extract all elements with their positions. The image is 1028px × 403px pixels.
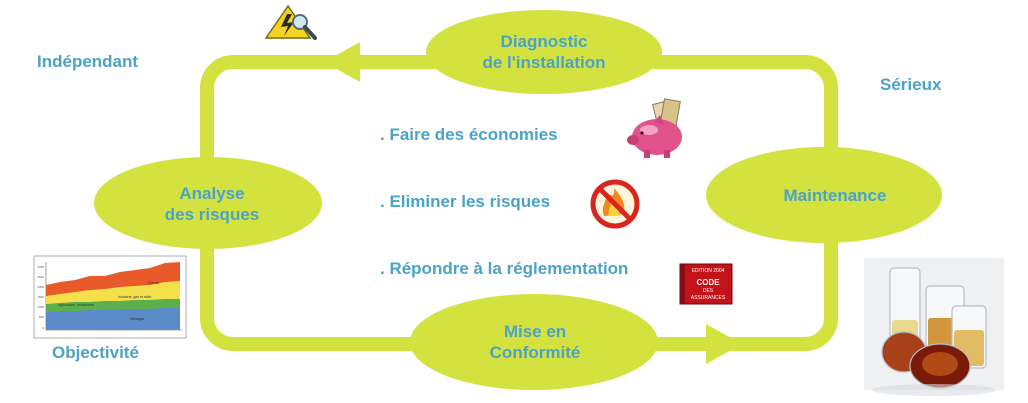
label-objectivite: Objectivité <box>52 343 139 362</box>
bullet-reglementation: . Répondre à la réglementation <box>380 259 629 278</box>
chart-label-0: Grenier <box>148 281 161 285</box>
book-assurances: ASSURANCES <box>691 295 726 301</box>
no-fire-icon <box>590 179 640 229</box>
node-diagnostic-line2: de l'installation <box>482 53 606 72</box>
node-maintenance-shape <box>706 147 942 243</box>
chart-tick-1: 2500 <box>37 275 44 279</box>
node-diagnostic-shape <box>426 10 662 94</box>
node-conformite-line2: Conformité <box>489 343 581 362</box>
chart-label-2: Agriculture, horticulture <box>58 303 94 307</box>
label-serieux: Sérieux <box>880 75 942 94</box>
node-maintenance: Maintenance <box>725 185 945 206</box>
chart-label-3: Ménages <box>130 317 145 321</box>
node-diagnostic: Diagnostic de l'installation <box>434 31 654 73</box>
node-conformite-line1: Mise en <box>503 322 567 341</box>
code-book-icon: EDITION 2004 CODE DES ASSURANCES <box>679 263 733 305</box>
bullet-risques: . Eliminer les risques <box>380 192 551 211</box>
node-analyse-shape <box>94 157 322 249</box>
chart-label-1: Industrie, gaz et sidér. <box>118 295 152 299</box>
node-diagnostic-line1: Diagnostic <box>500 32 588 51</box>
node-analyse: Analyse des risques <box>112 183 312 225</box>
label-independant: Indépendant <box>37 52 139 71</box>
node-analyse-line1: Analyse <box>179 184 245 203</box>
chart-tick-0: 3000 <box>37 265 44 269</box>
book-code: CODE <box>696 278 720 287</box>
node-maintenance-line1: Maintenance <box>783 186 887 205</box>
book-edition: EDITION 2004 <box>692 268 725 274</box>
mini-area-chart: Grenier Industrie, gaz et sidér. Agricul… <box>33 255 187 339</box>
chart-tick-2: 2000 <box>37 285 44 289</box>
chart-tick-5: 500 <box>39 315 44 319</box>
node-analyse-line2: des risques <box>164 205 260 224</box>
piggy-bank-icon <box>627 98 682 158</box>
chart-tick-3: 1500 <box>37 295 44 299</box>
node-conformite-shape <box>410 294 658 390</box>
book-des: DES <box>703 288 714 294</box>
arrow-left-top <box>324 42 360 82</box>
arrow-right-bottom <box>706 324 742 364</box>
lab-beakers-image <box>864 258 1004 396</box>
warning-magnifier-icon <box>264 4 317 40</box>
chart-tick-6: 0 <box>42 326 44 330</box>
node-conformite: Mise en Conformité <box>425 321 645 363</box>
bullet-economies: . Faire des économies <box>380 125 558 144</box>
chart-tick-4: 1000 <box>37 305 44 309</box>
